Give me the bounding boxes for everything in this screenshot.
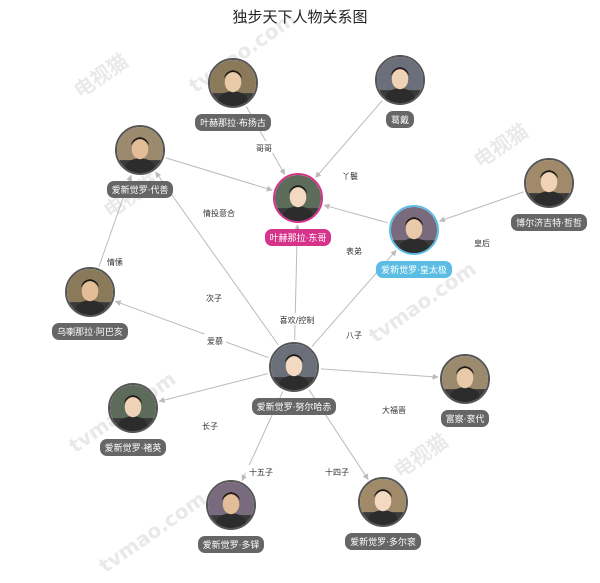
node-label: 乌喇那拉·阿巴亥 (30, 320, 150, 340)
edge-label: 八子 (346, 331, 362, 340)
node-label: 爱新觉罗·多尔衮 (323, 530, 443, 550)
person-portrait-icon (117, 127, 163, 173)
avatar-portrait (269, 342, 319, 392)
edge-label: 次子 (206, 293, 222, 303)
avatar-portrait (206, 480, 256, 530)
person-portrait-icon (442, 356, 488, 402)
node-label-text: 爱新觉罗·代善 (106, 181, 174, 198)
avatar-portrait (273, 173, 323, 223)
diagram-title: 独步天下人物关系图 (232, 8, 368, 26)
edge-daishan-dongge (165, 157, 273, 192)
edge-label: 大福晋 (382, 405, 406, 415)
edge-label: 皇后 (474, 238, 490, 248)
avatar-portrait (208, 58, 258, 108)
avatar-portrait (115, 125, 165, 175)
edge-label: 十四子 (325, 467, 349, 477)
node-label-text: 爱新觉罗·多尔衮 (345, 533, 421, 550)
edge-label-bg (199, 419, 221, 431)
edge-label: 表弟 (346, 246, 362, 256)
node-label: 爱新觉罗·代善 (80, 178, 200, 198)
person-portrait-icon (110, 385, 156, 431)
edge-label-bg (104, 255, 126, 267)
node-label: 爱新觉罗·褚英 (73, 436, 193, 456)
node-label-text: 富察·衮代 (440, 410, 490, 427)
node-label: 爱新觉罗·皇太极 (354, 258, 474, 278)
edge-label-bg (321, 465, 353, 477)
edge-label: 喜欢/控制 (280, 315, 315, 325)
edge-label-bg (199, 206, 239, 218)
edge-label-bg (343, 244, 365, 256)
node-label: 叶赫那拉·东哥 (238, 226, 358, 246)
node-label: 葛戴 (340, 108, 460, 128)
node-label-text: 爱新觉罗·褚英 (99, 439, 167, 456)
edge-label-bg (471, 236, 493, 248)
edge-nurhaci-chuying (158, 373, 268, 403)
node-label: 博尔济吉特·哲哲 (489, 211, 600, 231)
edge-label-bg (272, 313, 322, 325)
avatar-portrait (440, 354, 490, 404)
person-portrait-icon (67, 269, 113, 315)
node-label-text: 爱新觉罗·努尔哈赤 (251, 398, 337, 415)
edge-label: 长子 (202, 421, 218, 431)
node-label: 爱新觉罗·努尔哈赤 (234, 395, 354, 415)
edge-label-bg (339, 169, 361, 181)
person-portrait-icon (360, 479, 406, 525)
edge-label: 爱慕 (207, 336, 223, 346)
person-portrait-icon (275, 175, 321, 221)
edge-label-bg (253, 141, 275, 153)
edge-nurhaci-abahai (114, 300, 269, 359)
node-label-text: 叶赫那拉·布扬古 (195, 114, 271, 131)
edge-nurhaci-gunda (320, 368, 439, 380)
person-portrait-icon (271, 344, 317, 390)
edge-label: 情愫 (107, 257, 123, 267)
edge-label-bg (343, 328, 365, 340)
node-label-text: 葛戴 (385, 111, 414, 128)
node-label-text: 叶赫那拉·东哥 (264, 229, 332, 246)
node-label-text: 博尔济吉特·哲哲 (511, 214, 587, 231)
edge-label-bg (203, 291, 225, 303)
edge-label-bg (378, 403, 410, 415)
person-portrait-icon (391, 207, 437, 253)
avatar-portrait (65, 267, 115, 317)
node-label: 富察·衮代 (405, 407, 525, 427)
edge-label-bg (245, 465, 277, 477)
node-label: 爱新觉罗·多铎 (171, 533, 291, 553)
person-portrait-icon (208, 482, 254, 528)
edge-nurhaci-daishan (155, 171, 279, 346)
edge-label-bg (204, 334, 226, 346)
node-label-text: 爱新觉罗·皇太极 (376, 261, 452, 278)
edge-label: 情投意合 (203, 208, 235, 218)
node-label: 叶赫那拉·布扬古 (173, 111, 293, 131)
avatar-portrait (108, 383, 158, 433)
avatar-portrait (358, 477, 408, 527)
avatar-portrait (389, 205, 439, 255)
edge-zhezhe-huangtaiji (438, 191, 524, 223)
edge-yinge-dongge (315, 100, 383, 179)
edge-huangtaiji-dongge (323, 203, 389, 224)
edge-label: 哥哥 (256, 144, 272, 153)
node-label-text: 乌喇那拉·阿巴亥 (52, 323, 128, 340)
avatar-portrait (524, 158, 574, 208)
person-portrait-icon (526, 160, 572, 206)
edge-label: 十五子 (249, 467, 273, 477)
person-portrait-icon (210, 60, 256, 106)
person-portrait-icon (377, 57, 423, 103)
node-label-text: 爱新觉罗·多铎 (197, 536, 265, 553)
edge-label: 丫鬟 (342, 171, 358, 181)
avatar-portrait (375, 55, 425, 105)
